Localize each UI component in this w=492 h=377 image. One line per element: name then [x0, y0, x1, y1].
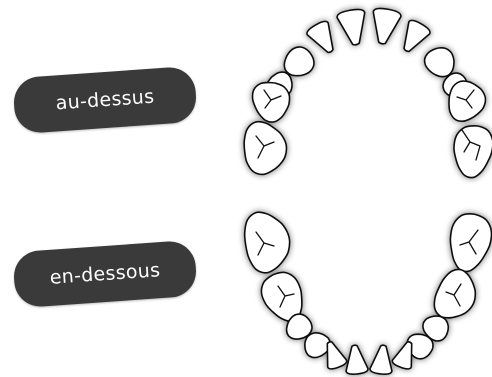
upper-lateral-incisor-tooth	[305, 19, 341, 58]
upper-molar-tooth	[253, 83, 290, 123]
lower-arch	[245, 212, 492, 375]
upper-molar-tooth	[454, 126, 492, 178]
lower-molar-tooth	[450, 214, 491, 272]
upper-canine-tooth	[284, 47, 314, 76]
upper-central-incisor-tooth	[336, 8, 370, 47]
upper-arch	[244, 7, 492, 178]
upper-canine-tooth	[425, 48, 454, 77]
lower-incisor-tooth	[370, 344, 395, 375]
upper-central-incisor-tooth	[368, 7, 402, 46]
upper-lateral-incisor-tooth	[396, 18, 432, 57]
lower-molar-tooth	[245, 212, 290, 273]
upper-molar-tooth	[244, 122, 286, 175]
lower-incisor-tooth	[344, 344, 369, 375]
